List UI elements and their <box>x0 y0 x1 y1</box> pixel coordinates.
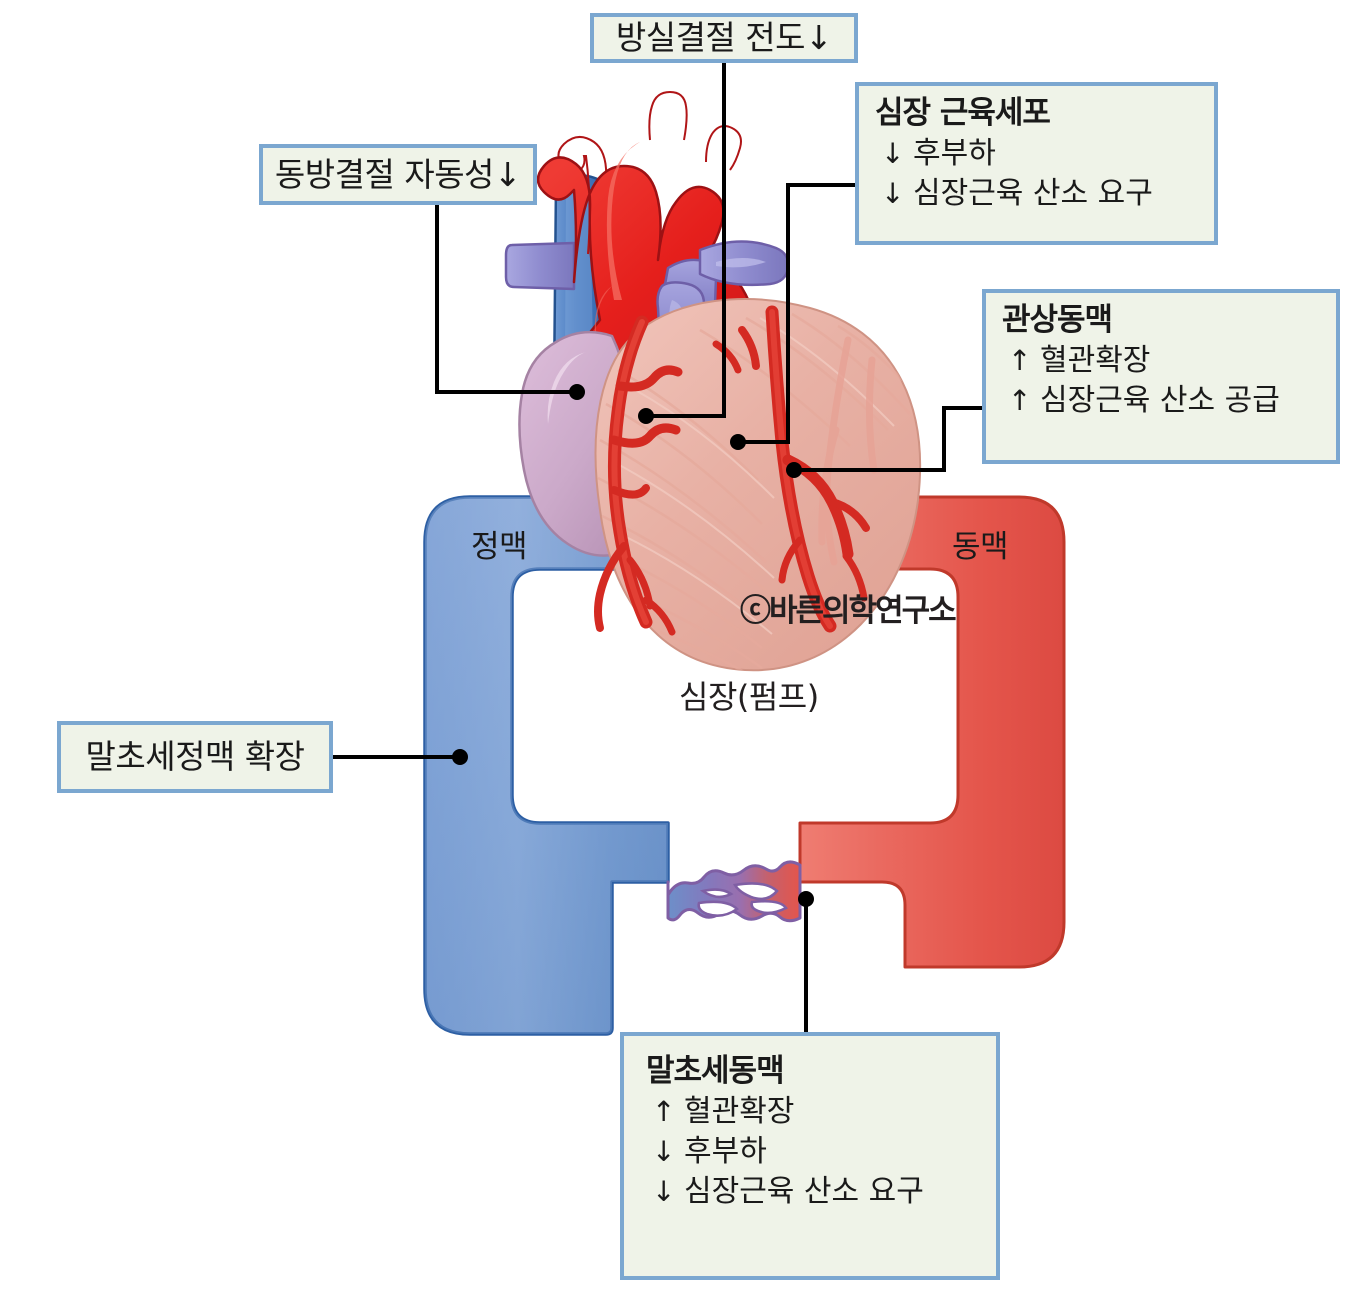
callout-peripheral-arteriole-title: 말초세동맥 <box>646 1053 785 1089</box>
arrow-down-icon: ↓ <box>652 1135 676 1168</box>
callout-sa-node-text: 동방결절 자동성↓ <box>274 154 522 194</box>
callout-cardiac-myocyte-row-2-text: 심장근육 산소 요구 <box>913 176 1153 211</box>
watermark-copyright: ⓒ바른의학연구소 <box>740 593 957 629</box>
callout-cardiac-myocyte-row-1-text: 후부하 <box>913 136 996 171</box>
vein-shape <box>423 495 692 1036</box>
arrow-down-icon: ↓ <box>652 1175 676 1208</box>
callout-peripheral-venule[interactable]: 말초세정맥 확장 <box>57 721 333 793</box>
callout-av-node-text: 방실결절 전도↓ <box>615 18 833 58</box>
callout-peripheral-arteriole-row-3-text: 심장근육 산소 요구 <box>684 1174 924 1209</box>
callout-cardiac-myocyte-row-1: ↓ 후부하 <box>875 139 1198 169</box>
arrow-up-icon: ↑ <box>1008 344 1032 377</box>
label-heart-pump: 심장(펌프) <box>679 678 819 716</box>
callout-sa-node[interactable]: 동방결절 자동성↓ <box>259 144 537 205</box>
arrow-down-icon: ↓ <box>881 177 905 210</box>
callout-coronary-artery-title: 관상동맥 <box>1002 302 1113 338</box>
heart-illustration <box>504 90 922 672</box>
callout-peripheral-arteriole-row-1-text: 혈관확장 <box>684 1094 795 1129</box>
callout-av-node[interactable]: 방실결절 전도↓ <box>590 13 858 63</box>
callout-cardiac-myocyte-title: 심장 근육세포 <box>875 95 1051 131</box>
callout-cardiac-myocyte-row-2: ↓ 심장근육 산소 요구 <box>875 179 1198 209</box>
arrow-up-icon: ↑ <box>1008 384 1032 417</box>
callout-peripheral-venule-text: 말초세정맥 확장 <box>85 737 305 777</box>
artery-shape <box>798 495 1066 969</box>
callout-coronary-artery-row-2-text: 심장근육 산소 공급 <box>1040 383 1280 418</box>
callout-peripheral-arteriole-row-3: ↓ 심장근육 산소 요구 <box>646 1177 974 1207</box>
label-vein: 정맥 <box>471 529 528 565</box>
callout-coronary-artery-row-2: ↑ 심장근육 산소 공급 <box>1002 386 1320 416</box>
callout-coronary-artery-row-1-text: 혈관확장 <box>1040 343 1151 378</box>
leader-endpoint-dots <box>452 384 814 907</box>
label-artery: 동맥 <box>952 529 1009 565</box>
leader-sa-node <box>435 205 577 394</box>
leader-myocyte <box>738 183 855 444</box>
callout-peripheral-arteriole-row-1: ↑ 혈관확장 <box>646 1097 974 1127</box>
pulmonary-artery-left-stub <box>504 241 576 291</box>
arrow-up-icon: ↑ <box>652 1095 676 1128</box>
callout-coronary-artery-row-1: ↑ 혈관확장 <box>1002 346 1320 376</box>
leader-coronary <box>794 406 982 472</box>
callout-peripheral-arteriole-row-2: ↓ 후부하 <box>646 1137 974 1167</box>
arrow-down-icon: ↓ <box>881 137 905 170</box>
callout-coronary-artery[interactable]: 관상동맥 ↑ 혈관확장 ↑ 심장근육 산소 공급 <box>982 289 1340 464</box>
callout-peripheral-arteriole[interactable]: 말초세동맥 ↑ 혈관확장 ↓ 후부하 ↓ 심장근육 산소 요구 <box>620 1032 1000 1280</box>
callout-peripheral-arteriole-row-2-text: 후부하 <box>684 1134 767 1169</box>
callout-cardiac-myocyte[interactable]: 심장 근육세포 ↓ 후부하 ↓ 심장근육 산소 요구 <box>855 82 1218 245</box>
leader-av-node <box>646 62 726 418</box>
capillary-bed <box>666 860 802 923</box>
